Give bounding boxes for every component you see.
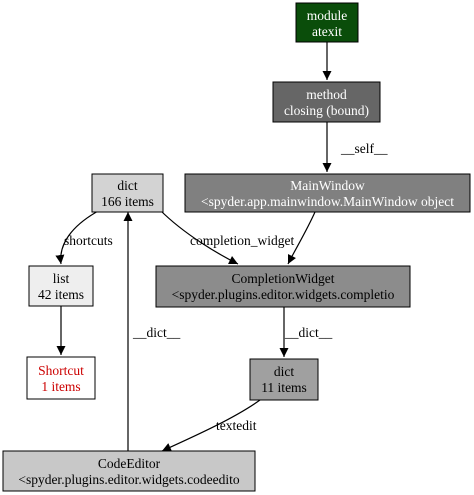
node-list-42[interactable]: list 42 items	[28, 265, 94, 307]
node-title: dict	[117, 178, 137, 193]
node-title: Shortcut	[38, 363, 84, 378]
node-box	[249, 358, 319, 401]
node-module-atexit[interactable]: module atexit	[295, 2, 359, 43]
edge-dict-completion: __dict__	[279, 307, 332, 357]
node-subtitle: 11 items	[261, 380, 307, 395]
node-subtitle: <spyder.plugins.editor.widgets.codeedito	[18, 472, 240, 487]
edge-self: __self__	[322, 122, 388, 172]
edge-completion-widget: completion_widget	[159, 209, 294, 265]
node-title: CodeEditor	[98, 456, 161, 471]
node-box	[272, 81, 381, 123]
node-title: module	[307, 8, 348, 23]
node-main-window[interactable]: MainWindow <spyder.app.mainwindow.MainWi…	[184, 173, 471, 213]
node-subtitle: atexit	[312, 24, 342, 39]
node-title: method	[306, 87, 347, 102]
edge-mainwindow-to-completion	[287, 211, 316, 265]
edge-textedit: textedit	[161, 399, 261, 452]
node-box	[91, 173, 164, 213]
node-subtitle: <spyder.app.mainwindow.MainWindow object	[201, 194, 454, 209]
node-title: dict	[274, 364, 294, 379]
node-box	[28, 265, 94, 307]
node-subtitle: 42 items	[38, 287, 84, 302]
edge-label-self: __self__	[340, 141, 388, 156]
node-subtitle: 1 items	[41, 379, 80, 394]
node-box	[26, 356, 96, 400]
node-subtitle: 166 items	[101, 194, 154, 209]
node-title: MainWindow	[290, 178, 365, 193]
node-subtitle: <spyder.plugins.editor.widgets.completio	[172, 287, 395, 302]
node-completion-widget[interactable]: CompletionWidget <spyder.plugins.editor.…	[155, 265, 411, 308]
edge-shortcuts: shortcuts	[55, 209, 113, 265]
edge-label-completion-widget: completion_widget	[190, 233, 294, 248]
edge-label-textedit: textedit	[216, 418, 257, 433]
edge-dict-codeeditor: __dict__	[123, 212, 180, 451]
edge-label-dict-codeeditor: __dict__	[132, 325, 180, 340]
edge-label-shortcuts: shortcuts	[64, 233, 113, 248]
node-title: list	[53, 271, 70, 286]
node-box	[155, 265, 411, 308]
node-box	[2, 450, 256, 492]
node-dict-166[interactable]: dict 166 items	[91, 173, 164, 213]
node-title: CompletionWidget	[232, 271, 335, 286]
node-code-editor[interactable]: CodeEditor <spyder.plugins.editor.widget…	[2, 450, 256, 492]
node-box	[295, 2, 359, 43]
node-subtitle: closing (bound)	[284, 103, 369, 118]
node-box	[184, 173, 471, 213]
node-dict-11[interactable]: dict 11 items	[249, 358, 319, 401]
node-method-closing[interactable]: method closing (bound)	[272, 81, 381, 123]
node-shortcut-1[interactable]: Shortcut 1 items	[26, 356, 96, 400]
edge-label-dict-completion: __dict__	[284, 325, 332, 340]
